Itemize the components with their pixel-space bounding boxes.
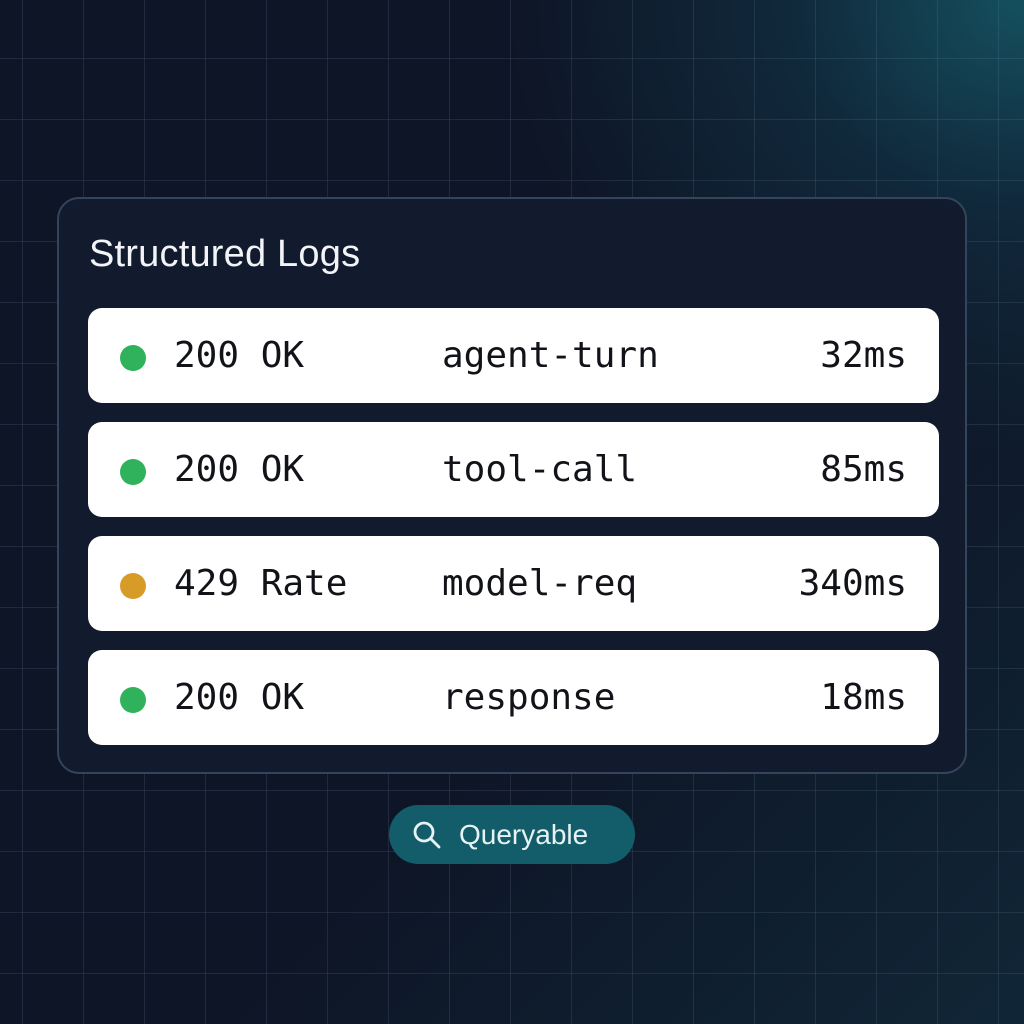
- status-ok-dot-icon: [120, 345, 146, 371]
- log-status: 429 Rate: [174, 563, 348, 604]
- log-status: 200 OK: [174, 449, 305, 490]
- log-latency: 340ms: [798, 563, 907, 604]
- log-status: 200 OK: [174, 335, 305, 376]
- badge-label: Queryable: [459, 818, 589, 850]
- search-icon: [413, 821, 441, 848]
- log-event: agent-turn: [442, 335, 659, 376]
- queryable-badge[interactable]: Queryable: [389, 805, 635, 864]
- status-warning-dot-icon: [120, 573, 146, 599]
- log-row[interactable]: 200 OK agent-turn 32ms: [88, 308, 939, 403]
- log-event: model-req: [442, 563, 638, 604]
- log-latency: 85ms: [820, 449, 907, 490]
- status-ok-dot-icon: [120, 459, 146, 485]
- log-row[interactable]: 200 OK tool-call 85ms: [88, 422, 939, 517]
- log-event: response: [442, 677, 616, 718]
- log-latency: 32ms: [820, 335, 907, 376]
- structured-logs-panel: Structured Logs 200 OK agent-turn 32ms 2…: [57, 197, 967, 774]
- status-ok-dot-icon: [120, 687, 146, 713]
- log-event: tool-call: [442, 449, 638, 490]
- log-row[interactable]: 429 Rate model-req 340ms: [88, 536, 939, 631]
- panel-title: Structured Logs: [89, 233, 361, 275]
- log-row[interactable]: 200 OK response 18ms: [88, 650, 939, 745]
- log-status: 200 OK: [174, 677, 305, 718]
- log-latency: 18ms: [820, 677, 907, 718]
